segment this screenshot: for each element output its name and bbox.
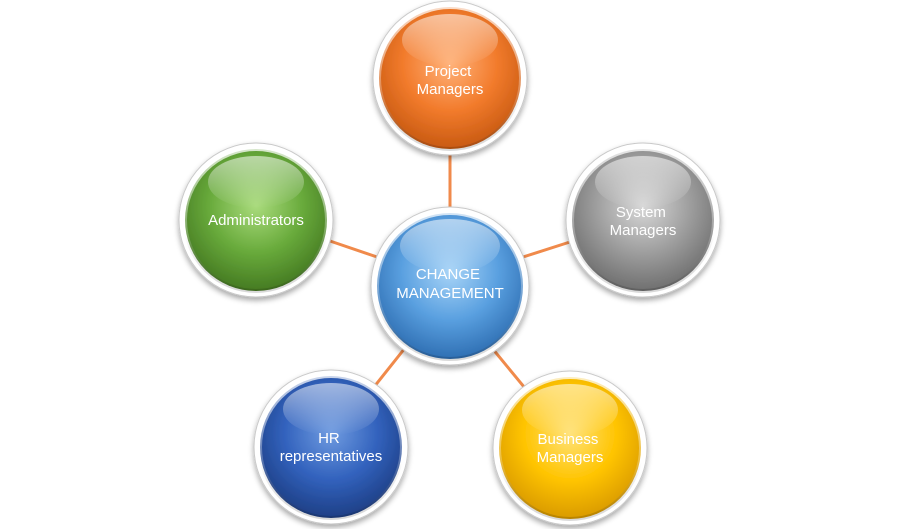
node-change-management <box>370 206 530 366</box>
connector-business-managers <box>490 346 531 395</box>
node-hr-representatives <box>253 369 409 525</box>
label-business-managers: Business Managers <box>537 431 604 466</box>
connector-system-managers <box>518 239 575 260</box>
node-system-managers <box>565 142 721 298</box>
label-project-managers: Project Managers <box>417 63 484 98</box>
node-business-managers <box>492 370 648 526</box>
connector-administrators <box>328 239 379 259</box>
label-hr-representatives: HR representatives <box>280 430 383 465</box>
label-change-management: CHANGE MANAGEMENT <box>396 266 504 302</box>
labels: Project Managers System Managers Busines… <box>208 63 676 466</box>
label-administrators: Administrators <box>208 212 304 229</box>
label-system-managers: System Managers <box>610 204 677 239</box>
node-project-managers <box>372 0 528 156</box>
node-administrators <box>178 142 334 298</box>
